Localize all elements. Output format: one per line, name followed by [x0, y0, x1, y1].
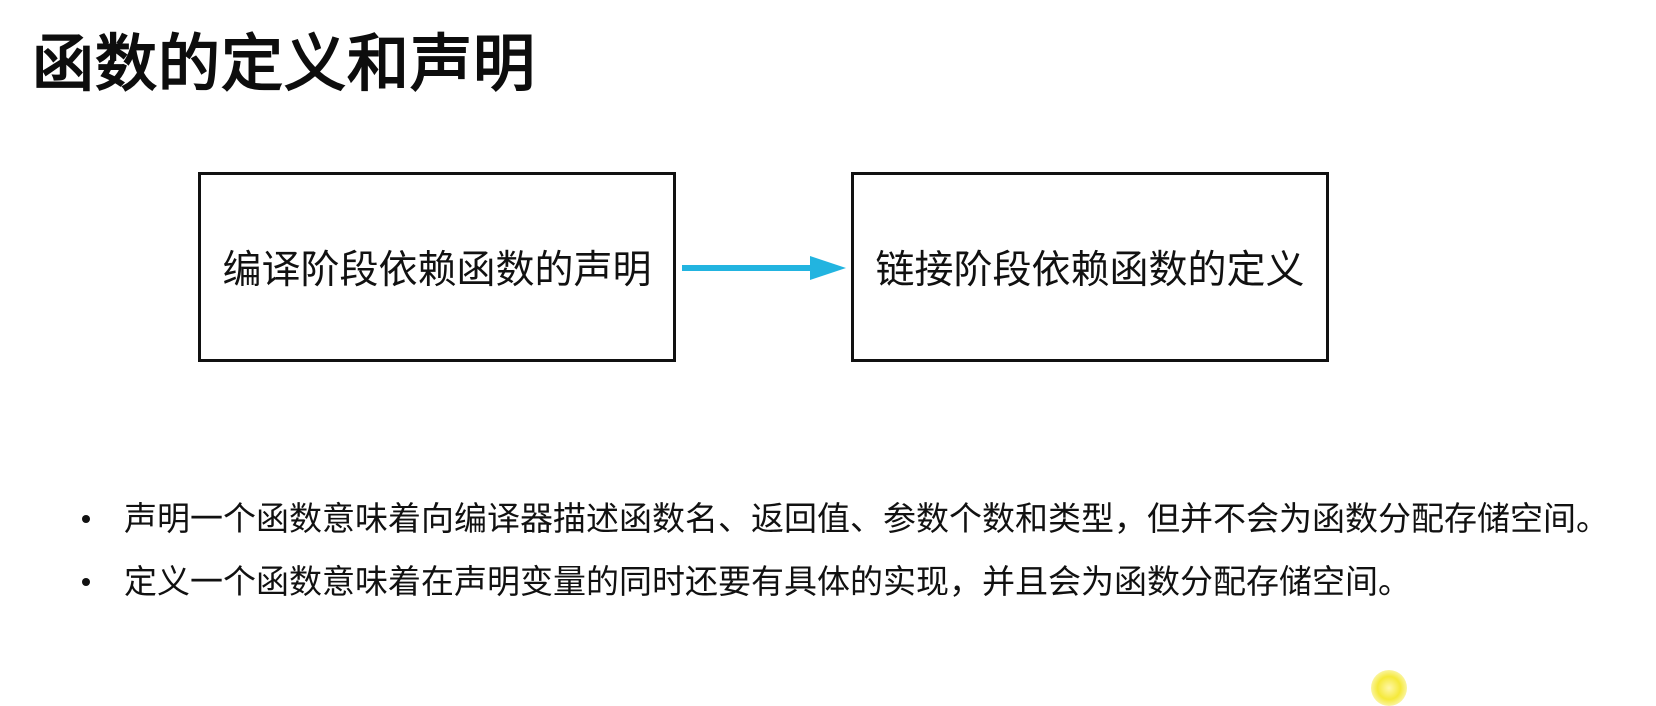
bullet-text-definition: 定义一个函数意味着在声明变量的同时还要有具体的实现，并且会为函数分配存储空间。 — [124, 562, 1411, 601]
bullet-icon — [82, 515, 90, 523]
compile-stage-box: 编译阶段依赖函数的声明 — [198, 172, 676, 362]
compile-stage-label: 编译阶段依赖函数的声明 — [222, 248, 652, 293]
link-stage-label: 链接阶段依赖函数的定义 — [875, 248, 1305, 293]
bullet-icon — [82, 578, 90, 586]
link-stage-box: 链接阶段依赖函数的定义 — [851, 172, 1329, 362]
cursor-highlight-icon — [1371, 670, 1407, 706]
list-item: 定义一个函数意味着在声明变量的同时还要有具体的实现，并且会为函数分配存储空间。 — [82, 553, 1622, 610]
page-title: 函数的定义和声明 — [32, 27, 537, 100]
list-item: 声明一个函数意味着向编译器描述函数名、返回值、参数个数和类型，但并不会为函数分配… — [82, 490, 1622, 547]
bullet-text-declaration: 声明一个函数意味着向编译器描述函数名、返回值、参数个数和类型，但并不会为函数分配… — [124, 499, 1609, 538]
bullet-list: 声明一个函数意味着向编译器描述函数名、返回值、参数个数和类型，但并不会为函数分配… — [82, 490, 1622, 610]
right-arrow-icon — [682, 256, 846, 280]
